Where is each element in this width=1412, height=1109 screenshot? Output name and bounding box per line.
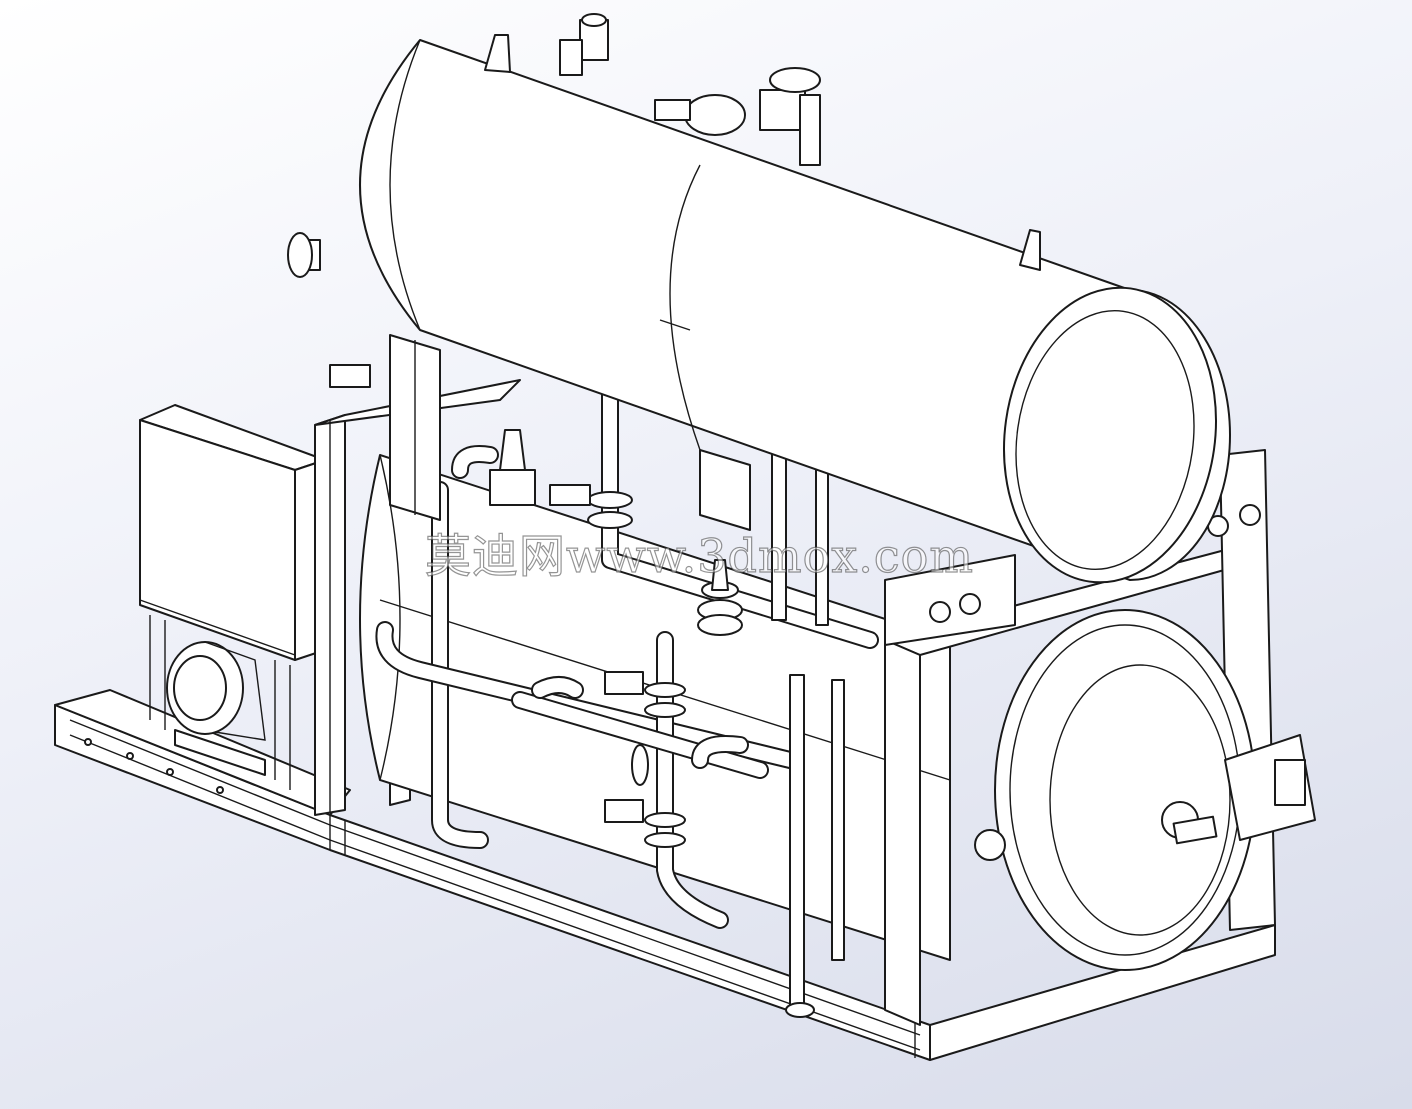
quick-open-door xyxy=(974,609,1316,971)
circulation-pump-motor xyxy=(166,641,266,776)
tank-saddle-supports xyxy=(389,334,751,531)
upper-storage-tank xyxy=(287,34,1231,584)
top-fittings xyxy=(559,13,821,166)
